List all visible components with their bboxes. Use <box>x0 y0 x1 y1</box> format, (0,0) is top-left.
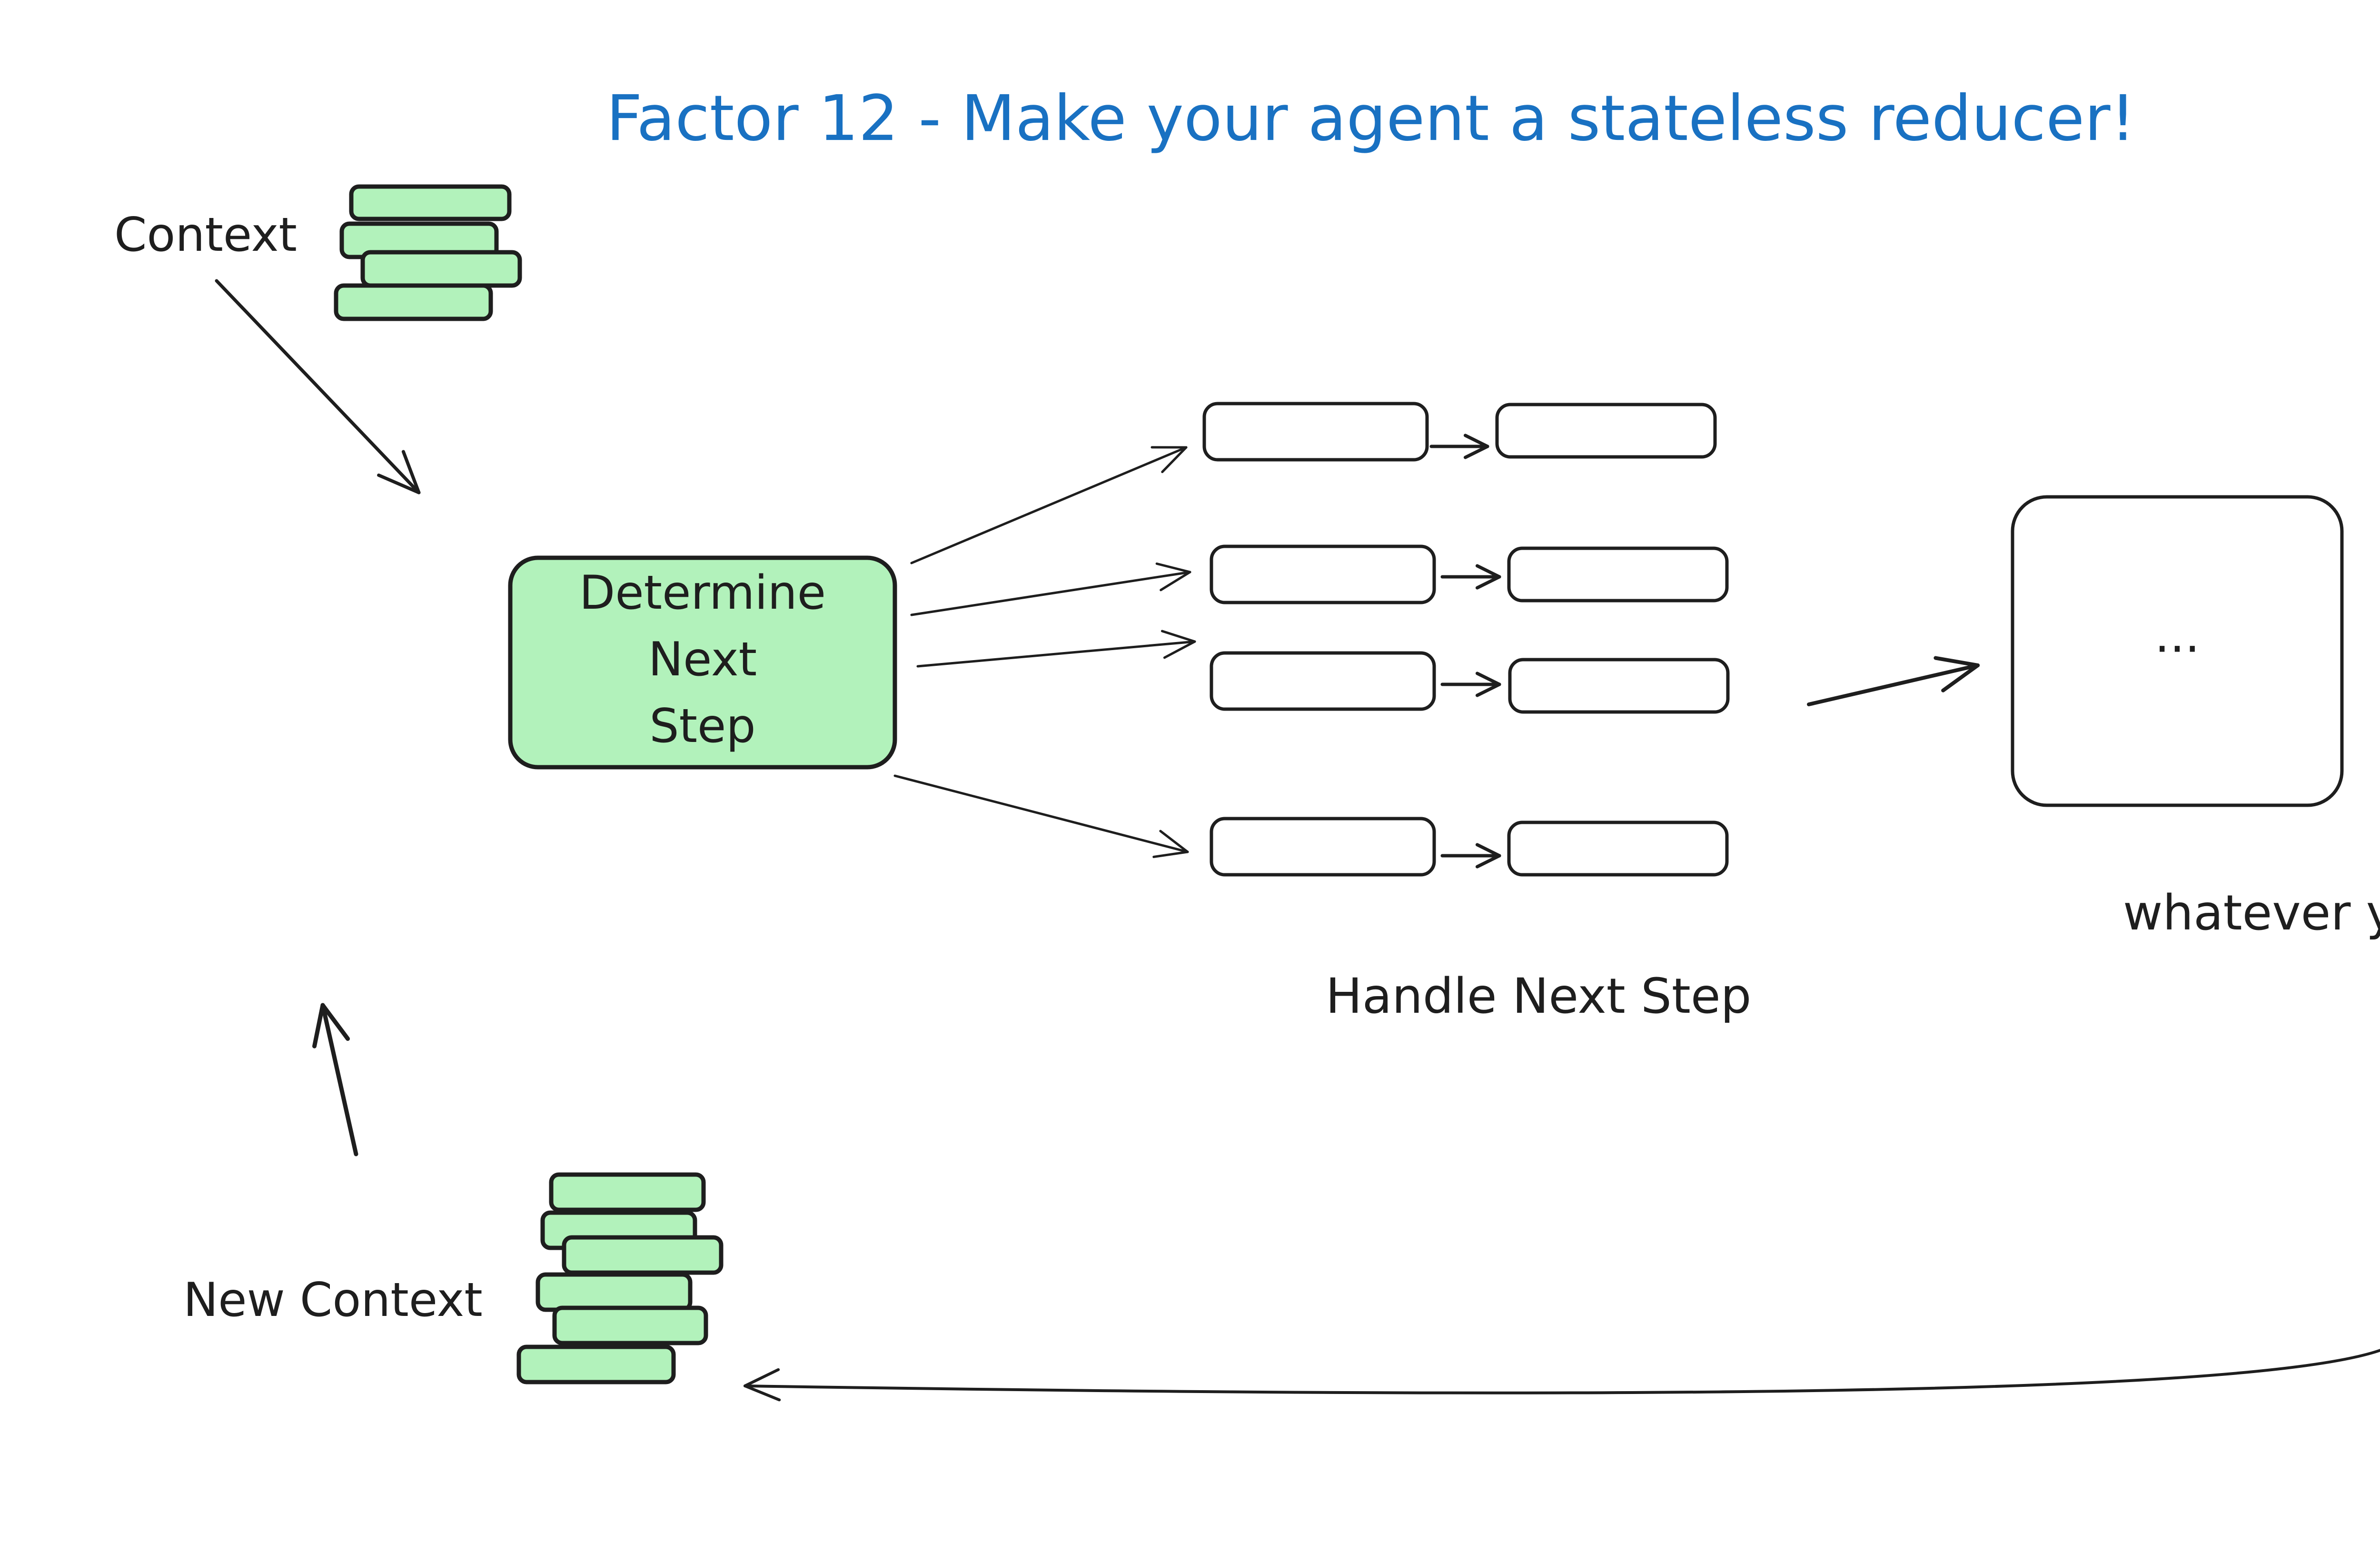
fanout-arrow-3-shaft <box>893 774 1189 853</box>
arrowhead-stroke <box>312 1003 325 1048</box>
new-context-arrow-shaft <box>320 1003 358 1156</box>
ellipsis-box <box>2011 495 2344 807</box>
arrowhead-stroke <box>1160 571 1191 592</box>
handle-next-step-rows <box>1202 402 1730 877</box>
determine-line-0: Determine <box>579 566 826 620</box>
determine-next-step-box <box>508 555 897 770</box>
arrowhead-stroke <box>1159 830 1189 853</box>
new-context-chip-stack <box>516 1172 724 1384</box>
arrowhead-stroke <box>377 473 421 494</box>
handle-row-1-right-box[interactable] <box>1507 546 1729 603</box>
diagram-title: Factor 12 - Make your agent a stateless … <box>606 82 2136 155</box>
new-context-chip-5 <box>516 1344 676 1384</box>
ellipsis-arrow-shaft <box>1807 663 1980 706</box>
return-loop-path <box>744 1349 2380 1394</box>
arrowhead-stroke <box>1161 446 1188 474</box>
fanout-arrow-1-shaft <box>910 571 1191 616</box>
context-chip-0 <box>349 184 512 221</box>
determine-line-1: Next <box>648 633 757 687</box>
context-chip-3 <box>334 283 493 321</box>
arrowhead-stroke <box>1475 682 1501 697</box>
handle-row-3-right-box[interactable] <box>1507 820 1729 877</box>
context-chip-2 <box>360 250 522 288</box>
handle-row-0 <box>1202 402 1717 462</box>
handle-row-1-left-box[interactable] <box>1210 544 1436 604</box>
handle-next-step-label: Handle Next Step <box>1326 968 1751 1025</box>
arrowhead-stroke <box>1475 843 1501 858</box>
new-context-chip-0 <box>549 1172 706 1212</box>
new-context-chip-3 <box>536 1272 693 1312</box>
handle-row-3 <box>1210 817 1729 877</box>
handle-row-1 <box>1210 544 1729 604</box>
arrowhead-stroke <box>1152 850 1189 858</box>
fanout-arrow-2-shaft <box>916 640 1196 668</box>
handle-row-2 <box>1210 651 1730 714</box>
arrowhead-stroke <box>1934 656 1980 667</box>
handle-row-3-left-box[interactable] <box>1210 817 1436 877</box>
ellipsis-node[interactable]: ... <box>2011 495 2344 807</box>
context-arrow-shaft <box>215 279 421 494</box>
handle-row-0-right-box[interactable] <box>1495 403 1717 459</box>
arrowhead-stroke <box>401 450 421 494</box>
arrowhead-stroke <box>1155 562 1191 573</box>
new-context-label: New Context <box>183 1273 483 1327</box>
new-context-chip-2 <box>562 1235 724 1275</box>
whatever-you-want-label: whatever you want <box>2123 885 2380 941</box>
arrowhead-stroke <box>1163 640 1196 659</box>
context-to-determine-arrow <box>215 279 421 494</box>
new-context-chip-4 <box>552 1305 708 1345</box>
arrowhead-stroke <box>320 1003 350 1041</box>
arrowhead-stroke <box>1463 445 1489 459</box>
arrowhead-stroke <box>744 1368 780 1387</box>
new-context-to-determine-arrow <box>312 1003 358 1156</box>
handle-row-0-left-box[interactable] <box>1202 402 1429 462</box>
fanout-arrow-group <box>893 446 1196 858</box>
determine-line-2: Step <box>649 699 755 753</box>
arrowhead-stroke <box>1475 575 1501 590</box>
handle-row-2-left-box[interactable] <box>1210 651 1436 711</box>
arrowhead-stroke <box>1475 564 1501 579</box>
arrowhead-stroke <box>1941 663 1980 692</box>
context-chip-stack <box>334 184 522 321</box>
arrowhead-stroke <box>1463 434 1489 448</box>
return-loop-arrow <box>744 1349 2380 1402</box>
row-to-ellipsis-arrow <box>1807 656 1980 706</box>
arrowhead-stroke <box>1160 630 1196 643</box>
arrowhead-stroke <box>1475 672 1501 686</box>
fanout-arrow-0-shaft <box>910 446 1188 564</box>
arrowhead-stroke <box>744 1384 781 1402</box>
ellipsis-dots: ... <box>2154 607 2200 663</box>
arrowhead-stroke <box>1475 854 1501 869</box>
handle-row-2-right-box[interactable] <box>1508 658 1730 714</box>
context-label: Context <box>114 208 297 262</box>
